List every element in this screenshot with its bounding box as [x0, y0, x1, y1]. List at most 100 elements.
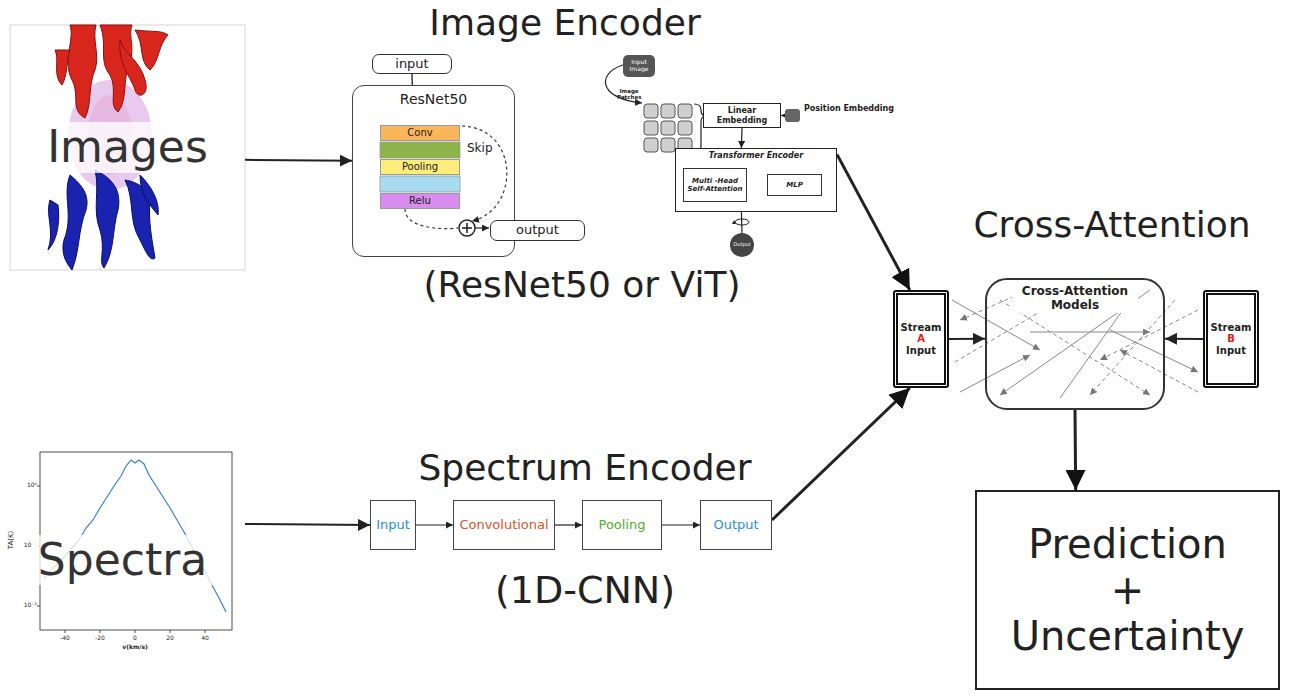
- vit-patches: [644, 104, 692, 152]
- spectrum-plot: [37, 486, 40, 487]
- input-image-box: Input Image: [623, 55, 655, 77]
- jet-illustration: [10, 25, 245, 270]
- jet-illustration: [95, 170, 119, 268]
- node-text: output: [516, 223, 559, 238]
- node-text: Conv: [407, 127, 432, 139]
- resnet-layers: [459, 220, 475, 236]
- resnet-layers: [405, 209, 458, 229]
- tick-label: 40: [201, 635, 209, 642]
- tick-label: 10⁰: [27, 482, 37, 489]
- connector-arrow: [837, 154, 910, 290]
- node-text: Convolutional: [459, 518, 548, 533]
- node-text: Multi -Head Self-Attention: [686, 177, 744, 193]
- conv-layer: Conv: [380, 125, 460, 141]
- cross-attention-arrows: [960, 355, 1030, 392]
- vit-patches: [661, 138, 675, 152]
- tick-label: 0: [133, 635, 137, 642]
- section-title: Spectrum Encoder: [418, 448, 751, 488]
- node-text: Position Embedding: [804, 104, 894, 113]
- spectrum-plot: [135, 630, 136, 633]
- spectrum-plot: [65, 630, 66, 633]
- jet-illustration: [55, 50, 70, 85]
- resnet-layers: [380, 126, 507, 236]
- jet-illustration: [63, 175, 87, 270]
- node-text: Relu: [409, 195, 431, 207]
- node-text: Pooling: [402, 161, 438, 173]
- position-embedding-box: Position Embedding: [785, 109, 800, 122]
- node-text: Spectra: [32, 535, 213, 586]
- section-title: Cross-Attention: [973, 205, 1250, 245]
- relu-layer: Relu: [380, 193, 460, 209]
- cross-attention-arrows: [952, 285, 1198, 398]
- node-text: Linear Embedding: [704, 106, 780, 124]
- resnet-layers: [380, 176, 460, 192]
- process-box: Convolutional: [453, 500, 555, 550]
- node-text: input: [395, 57, 428, 72]
- tick-label: 20: [166, 635, 174, 642]
- jet-illustration: [55, 25, 168, 118]
- connector-arrow: [949, 338, 985, 340]
- vit-patches: [661, 104, 675, 118]
- jet-illustration: [68, 25, 97, 118]
- node-text: Pooling: [599, 518, 646, 533]
- vit-patches: [661, 121, 675, 135]
- output-box: output: [490, 220, 585, 241]
- node-text: Input: [376, 518, 410, 533]
- vit-patches: [732, 220, 736, 224]
- spectrum-panel: Spectra: [0, 440, 245, 680]
- process-box: Output: [700, 500, 772, 550]
- attention-box: Multi -Head Self-Attention: [683, 168, 747, 202]
- node-text: ResNet50: [400, 91, 467, 107]
- cross-attention-box: Cross-Attention Models: [985, 278, 1165, 410]
- resnet-layers: [380, 142, 460, 158]
- stream-box: StreamAInput: [893, 290, 949, 388]
- pooling-layer: Pooling: [380, 159, 460, 175]
- section-title: Image Encoder: [429, 3, 700, 43]
- patches-label: Image Patches: [617, 88, 641, 100]
- section-subtitle: (1D-CNN): [495, 570, 675, 612]
- output-circle: Output: [730, 233, 754, 257]
- jet-illustration: [48, 170, 158, 270]
- node-text: Prediction + Uncertainty: [1011, 521, 1245, 659]
- connector-arrow: [772, 388, 910, 520]
- resnet-layers: [462, 126, 507, 221]
- mlp-box: MLP: [767, 174, 822, 196]
- axis-label: v(km/s): [122, 644, 147, 651]
- jet-illustration: [120, 40, 146, 95]
- node-text: Input: [1216, 345, 1246, 357]
- spectrum-plot: [100, 630, 101, 633]
- section-subtitle: (ResNet50 or ViT): [424, 265, 741, 305]
- cross-attention-arrows: [1090, 300, 1175, 395]
- connector-arrow: [555, 524, 582, 525]
- cross-attention-arrows: [1060, 300, 1130, 398]
- node-text: Images: [41, 122, 214, 173]
- connector-arrow: [416, 524, 453, 525]
- input-box: input: [372, 54, 452, 74]
- skip-label: Skip: [467, 142, 493, 155]
- vit-patches: [678, 121, 692, 135]
- cross-attention-arrows: [1100, 310, 1198, 360]
- resnet-layers: [462, 223, 472, 233]
- connector-arrow: [1074, 410, 1078, 490]
- node-text: Transformer Encoder: [709, 151, 803, 160]
- process-box: Pooling: [582, 500, 662, 550]
- cross-attention-arrows: [1000, 300, 1150, 395]
- connector-arrow: [741, 128, 743, 148]
- vit-patches: [644, 121, 658, 135]
- resnet-layers: [475, 227, 489, 228]
- node-text: MLP: [786, 181, 803, 189]
- image-panel: Images: [10, 25, 245, 270]
- vit-patches: [678, 104, 692, 118]
- spectrum-plot: [205, 630, 206, 633]
- result-box: Prediction + Uncertainty: [975, 490, 1280, 690]
- cross-attention-arrows: [1030, 332, 1150, 333]
- transformer-encoder-box: Transformer EncoderMulti -Head Self-Atte…: [675, 148, 837, 212]
- vit-patches: [644, 138, 658, 152]
- jet-illustration: [140, 175, 158, 215]
- connector-arrow: [245, 159, 352, 162]
- connector-arrow: [741, 212, 743, 233]
- connector-arrow: [1165, 338, 1203, 340]
- cross-attention-arrows: [1120, 350, 1198, 392]
- node-text: Input: [906, 345, 936, 357]
